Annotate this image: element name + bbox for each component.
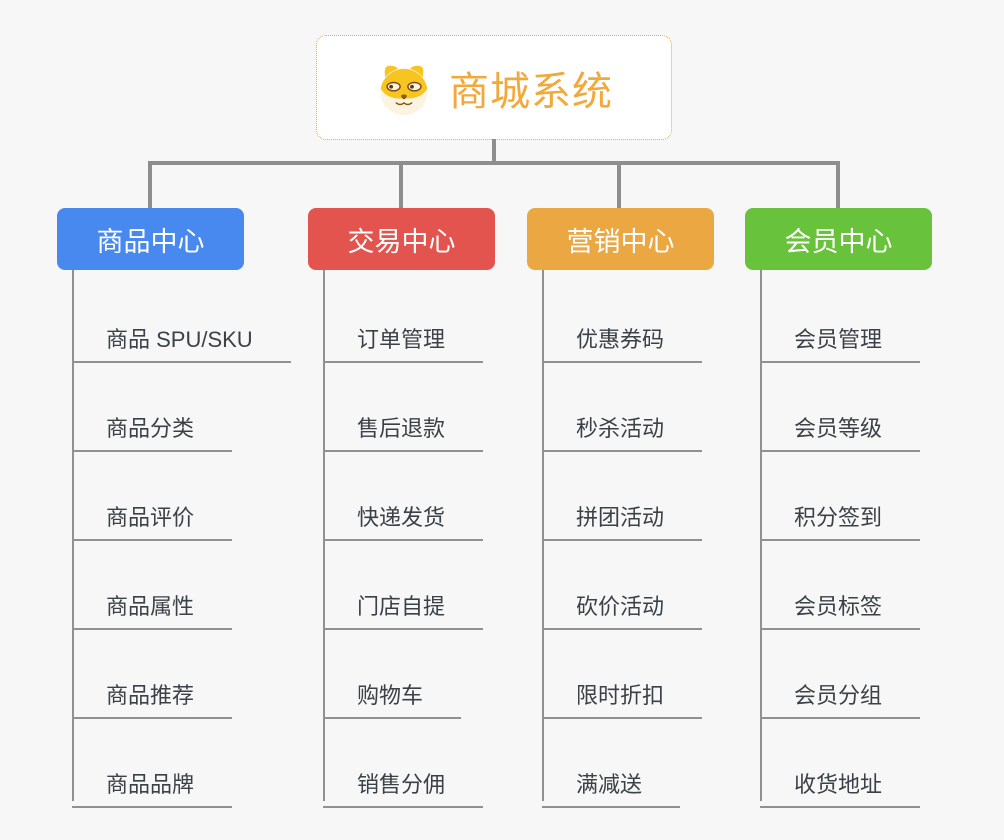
branch-trunk-line (760, 270, 762, 801)
leaf-item[interactable]: 商品 SPU/SKU (72, 317, 291, 363)
leaf-item[interactable]: 会员标签 (760, 584, 921, 630)
leaf-item[interactable]: 砍价活动 (542, 584, 703, 630)
mindmap-root-node[interactable]: 商城系统 (316, 35, 672, 140)
connector-drop-member (836, 161, 840, 208)
connector-drop-marketing (617, 161, 621, 208)
leaf-item[interactable]: 商品推荐 (72, 673, 233, 719)
leaf-item[interactable]: 会员分组 (760, 673, 921, 719)
leaf-item[interactable]: 优惠券码 (542, 317, 703, 363)
leaf-item[interactable]: 商品评价 (72, 495, 233, 541)
leaf-item[interactable]: 限时折扣 (542, 673, 703, 719)
connector-drop-trade (399, 161, 403, 208)
leaf-item[interactable]: 商品品牌 (72, 762, 233, 808)
branch-product-center: 商品中心 商品 SPU/SKU 商品分类 商品评价 商品属性 商品推荐 商品品牌 (57, 208, 317, 808)
leaf-item[interactable]: 积分签到 (760, 495, 921, 541)
branch-title: 会员中心 (784, 226, 893, 257)
leaf-item[interactable]: 收货地址 (760, 762, 921, 808)
leaf-item[interactable]: 购物车 (323, 673, 462, 719)
doge-icon (380, 65, 428, 115)
branch-title: 商品中心 (96, 226, 205, 257)
leaf-item[interactable]: 满减送 (542, 762, 681, 808)
leaf-item[interactable]: 会员等级 (760, 406, 921, 452)
connector-root-drop (492, 139, 496, 163)
connector-drop-product (148, 161, 152, 208)
branch-title: 营销中心 (566, 226, 675, 257)
leaf-item[interactable]: 门店自提 (323, 584, 484, 630)
branch-header-marketing-center[interactable]: 营销中心 (527, 208, 714, 270)
leaf-item[interactable]: 秒杀活动 (542, 406, 703, 452)
branch-header-trade-center[interactable]: 交易中心 (308, 208, 495, 270)
branch-trunk-line (72, 270, 74, 801)
leaf-item[interactable]: 快递发货 (323, 495, 484, 541)
leaf-item[interactable]: 会员管理 (760, 317, 921, 363)
connector-bus (148, 161, 840, 165)
branch-header-product-center[interactable]: 商品中心 (57, 208, 244, 270)
root-node-label: 商城系统 (449, 69, 613, 114)
leaf-item[interactable]: 拼团活动 (542, 495, 703, 541)
branch-member-center: 会员中心 会员管理 会员等级 积分签到 会员标签 会员分组 收货地址 (745, 208, 1004, 808)
branch-header-member-center[interactable]: 会员中心 (745, 208, 932, 270)
branch-title: 交易中心 (347, 226, 456, 257)
branch-trunk-line (323, 270, 325, 801)
leaf-item[interactable]: 售后退款 (323, 406, 484, 452)
branch-trunk-line (542, 270, 544, 801)
leaf-item[interactable]: 销售分佣 (323, 762, 484, 808)
leaf-item[interactable]: 商品属性 (72, 584, 233, 630)
leaf-item[interactable]: 订单管理 (323, 317, 484, 363)
branch-marketing-center: 营销中心 优惠券码 秒杀活动 拼团活动 砍价活动 限时折扣 满减送 (527, 208, 787, 808)
leaf-item[interactable]: 商品分类 (72, 406, 233, 452)
branch-trade-center: 交易中心 订单管理 售后退款 快递发货 门店自提 购物车 销售分佣 (308, 208, 568, 808)
